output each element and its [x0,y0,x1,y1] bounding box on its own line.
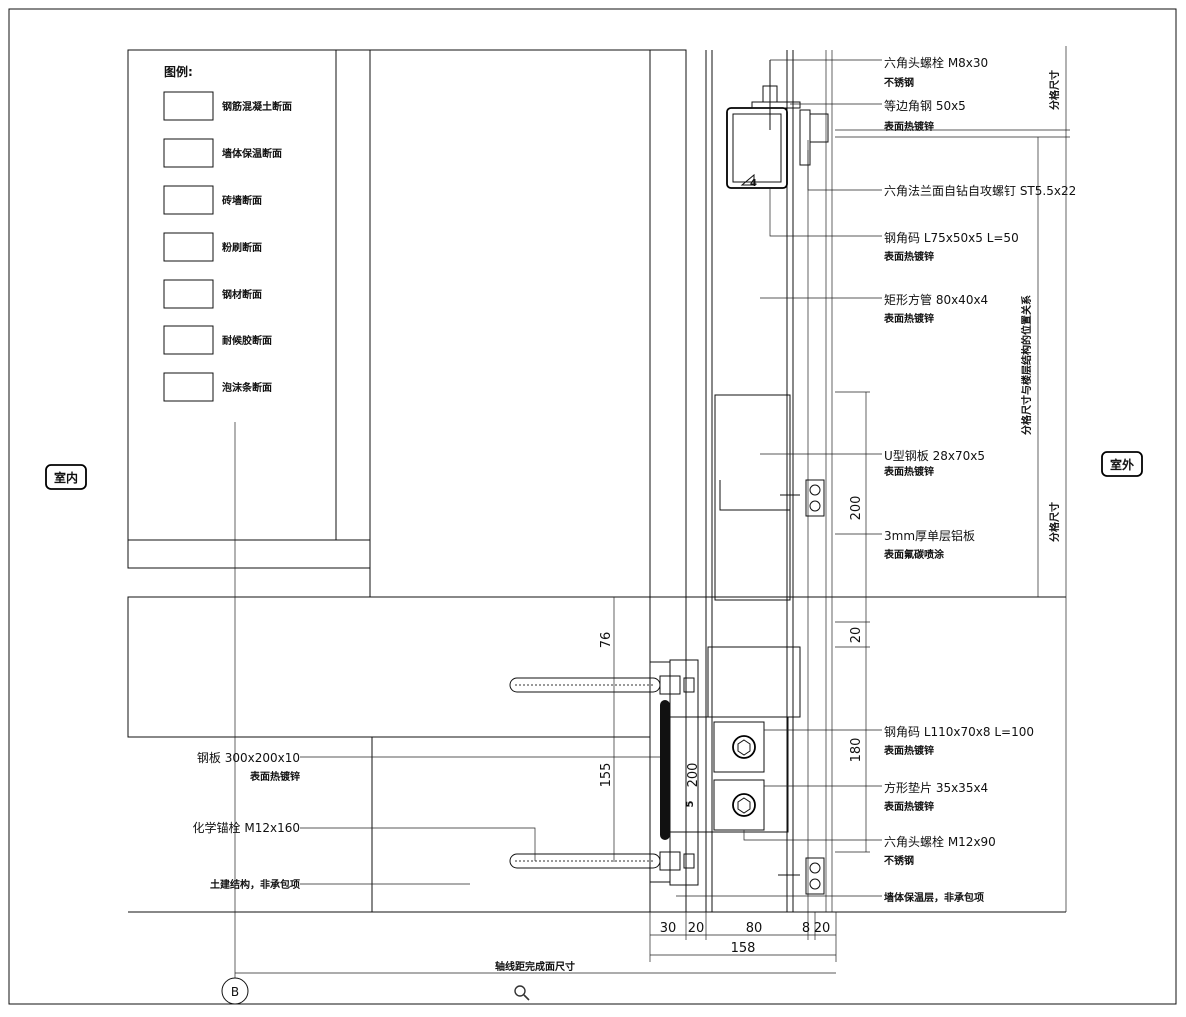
note-bracket-110: 钢角码 L110x70x8 L=100 [884,725,1034,739]
dim-total-158: 158 [731,941,756,956]
dimension-lines-bottom: 30 20 80 8 20 158 轴线距完成面尺寸 [235,912,837,974]
note-angle-50-sub: 表面热镀锌 [883,120,934,133]
axis-distance-label: 轴线距完成面尺寸 [495,960,575,973]
note-bracket-75-sub: 表面热镀锌 [883,250,934,263]
legend-swatch-foam [163,372,214,402]
dimension-lines-right: 分格尺寸 分格尺寸与楼层结构的位置关系 分格尺寸 200 20 180 [835,46,1070,912]
note-steel-plate: 钢板 300x200x10 [197,751,300,765]
note-bracket-110-sub: 表面热镀锌 [883,744,934,757]
note-bolt-m8: 六角头螺栓 M8x30 [884,55,988,70]
note-panel: 3mm厚单层铝板 [884,528,975,543]
dim-bottom-30: 30 [660,921,677,936]
legend-label-plaster: 粉刷断面 [222,241,262,254]
legend-swatch-brick [163,185,214,215]
note-bracket-75: 钢角码 L75x50x5 L=50 [884,231,1019,245]
chemical-anchors [509,675,695,871]
note-anchor: 化学锚栓 M12x160 [193,820,300,835]
facade-profiles [705,50,833,912]
upper-wall [127,49,651,598]
note-bolt-m8-sub: 不锈钢 [884,76,914,89]
legend-swatch-concrete [163,91,214,121]
dim-180: 180 [849,738,864,763]
vlabel-division-bottom: 分格尺寸 [1048,502,1061,542]
sheet-border [8,8,1177,1005]
dim-155: 155 [599,763,614,788]
legend-label-foam: 泡沫条断面 [222,381,272,394]
dim-bottom-80: 80 [746,921,763,936]
dim-bottom-20b: 20 [814,921,831,936]
dim-5: 5 [685,800,696,807]
note-screw: 六角法兰面自钻自攻螺钉 ST5.5x22 [884,183,1076,198]
note-washer: 方形垫片 35x35x4 [884,780,988,795]
note-u-plate: U型钢板 28x70x5 [884,449,985,463]
note-angle-50: 等边角钢 50x5 [884,99,966,113]
vlabel-relation: 分格尺寸与楼层结构的位置关系 [1020,295,1033,435]
dim-76: 76 [599,632,614,649]
legend-swatch-steel [163,279,214,309]
legend-label-brick: 砖墙断面 [222,194,262,207]
annotations-left: 钢板 300x200x10 表面热镀锌 化学锚栓 M12x160 土建结构，非承… [193,751,660,891]
legend-swatch-sealant [163,325,214,355]
note-washer-sub: 表面热镀锌 [883,800,934,813]
legend-label-steel: 钢材断面 [222,288,262,301]
legend-label-concrete: 钢筋混凝土断面 [222,100,292,113]
dimension-lines-plate: 76 155 200 5 4 [599,178,757,862]
outdoor-tag [1101,451,1143,477]
note-bolt-m12-sub: 不锈钢 [884,854,914,867]
note-tube-sub: 表面热镀锌 [883,312,934,325]
note-bolt-m12: 六角头螺栓 M12x90 [884,834,996,849]
note-structure: 土建结构，非承包项 [210,878,300,891]
note-insulation: 墙体保温层，非承包项 [884,891,984,904]
grid-bubble [221,977,249,1005]
top-connection [726,60,829,189]
dim-200-plate: 200 [686,763,701,788]
dim-20: 20 [849,627,864,644]
dim-200-upper: 200 [849,496,864,521]
legend: 图例: 钢筋混凝土断面 墙体保温断面 砖墙断面 粉刷断面 钢材断面 耐候胶断面 … [127,49,337,541]
indoor-tag [45,464,87,490]
u-plate [714,394,825,601]
legend-label-sealant: 耐候胶断面 [222,334,272,347]
dim-bottom-8: 8 [802,921,810,936]
grid-id: B [231,985,239,999]
note-panel-sub: 表面氟碳喷涂 [883,548,945,561]
legend-title: 图例: [164,64,193,79]
dim-4: 4 [750,178,757,189]
magnifier-icon [514,985,530,1001]
outdoor-label: 室外 [1110,457,1134,472]
legend-swatch-insulation [163,138,214,168]
note-tube: 矩形方管 80x40x4 [884,292,988,307]
dim-bottom-20a: 20 [688,921,705,936]
vlabel-division-top: 分格尺寸 [1048,70,1061,110]
indoor-label: 室内 [54,470,78,485]
legend-label-insulation: 墙体保温断面 [222,147,282,160]
zoom-button[interactable] [510,982,534,1004]
legend-swatch-plaster [163,232,214,262]
lower-connection [649,646,825,895]
note-u-plate-sub: 表面热镀锌 [883,465,934,478]
note-steel-plate-sub: 表面热镀锌 [249,770,300,783]
